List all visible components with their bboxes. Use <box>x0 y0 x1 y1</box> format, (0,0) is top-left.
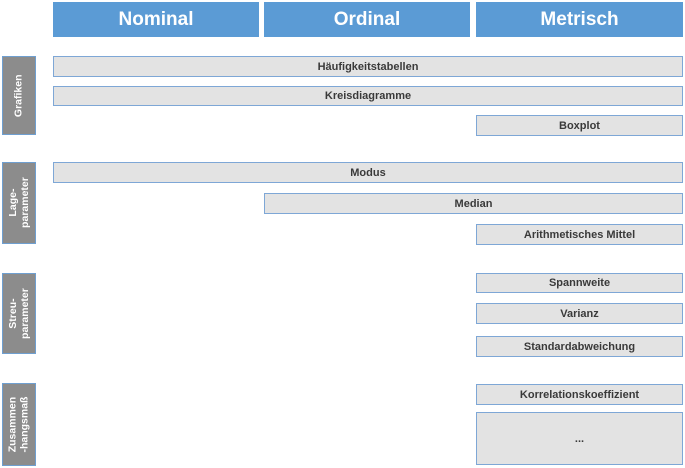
bar-spannweite: Spannweite <box>476 273 683 293</box>
bar-standardabweichung: Standardabweichung <box>476 336 683 357</box>
bar-haeufigkeitstabellen: Häufigkeitstabellen <box>53 56 683 77</box>
section-label-grafiken-text: Grafiken <box>12 74 25 117</box>
column-header-nominal: Nominal <box>53 2 259 37</box>
column-header-metrisch: Metrisch <box>476 2 683 37</box>
bar-modus: Modus <box>53 162 683 183</box>
section-label-streuparameter-text: Streu- parameter <box>6 288 30 339</box>
section-label-lageparameter-text: Lage- parameter <box>6 177 30 229</box>
bar-varianz: Varianz <box>476 303 683 324</box>
bar-ellipsis: ... <box>476 412 683 465</box>
column-header-ordinal: Ordinal <box>264 2 470 37</box>
section-label-zusammenhangsmass: Zusammen -hangsmaß <box>2 383 36 466</box>
section-label-lageparameter: Lage- parameter <box>2 162 36 244</box>
bar-median: Median <box>264 193 683 214</box>
section-label-zusammenhangsmass-text: Zusammen -hangsmaß <box>6 396 31 453</box>
section-label-grafiken: Grafiken <box>2 56 36 135</box>
bar-kreisdiagramme: Kreisdiagramme <box>53 86 683 106</box>
bar-boxplot: Boxplot <box>476 115 683 136</box>
section-label-streuparameter: Streu- parameter <box>2 273 36 354</box>
bar-korrelationskoeffizient: Korrelationskoeffizient <box>476 384 683 405</box>
bar-arithmetisches-mittel: Arithmetisches Mittel <box>476 224 683 245</box>
